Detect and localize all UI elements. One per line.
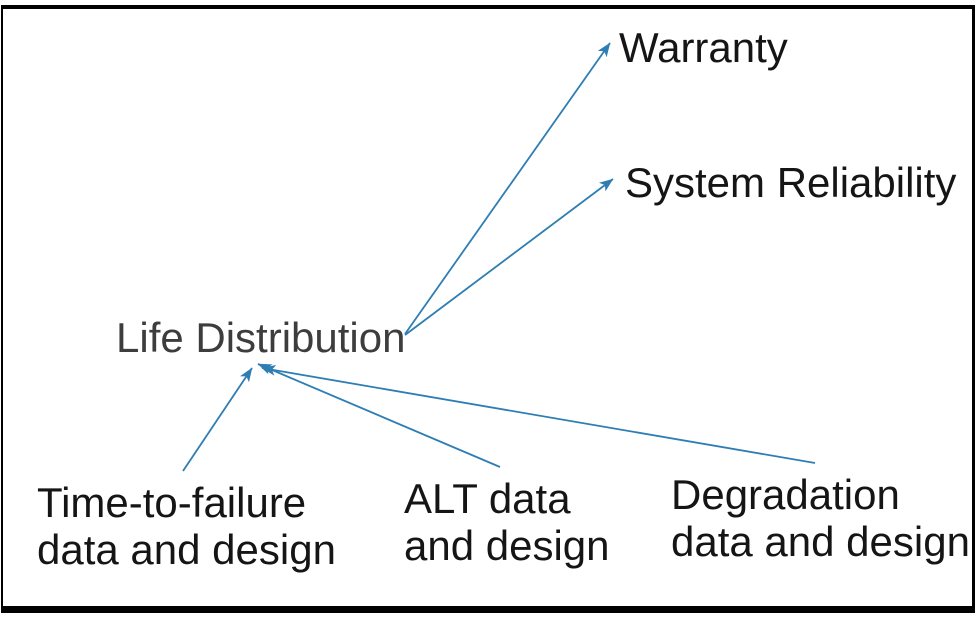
node-warranty: Warranty [619,24,788,71]
node-alt-data: ALT data and design [404,475,610,569]
edge-alt-data-to-life [257,363,501,468]
node-system-reliability: System Reliability [625,159,957,206]
node-life-distribution: Life Distribution [116,314,406,361]
node-time-to-failure: Time-to-failure data and design [37,479,336,573]
edge-life-to-system-reliability [404,178,614,336]
edge-time-to-failure-to-life [182,367,253,472]
slide-border [1,5,975,613]
edge-degradation-to-life [261,364,816,464]
edge-life-to-warranty [404,42,611,335]
node-degradation: Degradation data and design [671,471,970,565]
